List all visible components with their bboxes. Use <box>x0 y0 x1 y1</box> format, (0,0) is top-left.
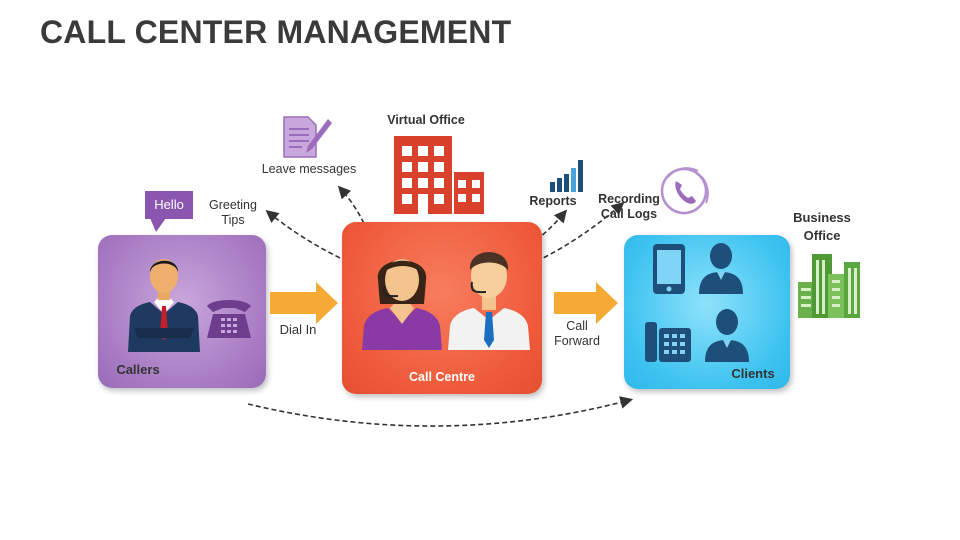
businessman-icon <box>128 259 200 352</box>
dial-in-arrow <box>270 282 338 324</box>
client-person-2-icon <box>705 309 749 362</box>
female-agent-icon <box>362 259 442 350</box>
page-title: CALL CENTER MANAGEMENT <box>40 14 512 50</box>
clients-node <box>624 235 790 389</box>
client-desk-phone-icon <box>645 322 691 362</box>
green-buildings-icon <box>798 254 860 318</box>
label-virtual-office: Virtual Office <box>387 113 465 127</box>
label-call-forward: Call Forward <box>554 319 600 348</box>
label-clients: Clients <box>731 366 775 381</box>
speech-bubble-text: Hello <box>154 197 184 212</box>
office-building-icon <box>394 136 484 214</box>
call-centre-node <box>342 222 542 394</box>
label-callers: Callers <box>116 362 160 377</box>
male-agent-icon <box>448 252 530 350</box>
client-person-icon <box>699 243 743 294</box>
dashed-arrow-greeting-tips <box>265 209 341 259</box>
label-dial-in: Dial In <box>279 322 317 337</box>
label-greeting-tips: Greeting Tips <box>209 198 257 227</box>
call-forward-arrow <box>554 282 618 324</box>
phone-call-icon <box>660 167 709 215</box>
label-business-office: Business Office <box>793 210 851 243</box>
dashed-arrow-callers-to-clients <box>247 396 634 427</box>
label-reports: Reports <box>529 194 577 208</box>
label-recording-call-logs: Recording Call Logs <box>598 192 660 221</box>
speech-bubble-tail <box>150 218 166 232</box>
document-pen-icon <box>283 116 332 158</box>
desk-phone-icon <box>207 300 251 338</box>
bar-chart-icon <box>550 160 583 192</box>
label-leave-messages: Leave messages <box>261 162 357 176</box>
mobile-phone-icon <box>653 244 685 294</box>
speech-bubble: Hello <box>145 191 193 219</box>
label-call-centre: Call Centre <box>409 370 475 384</box>
